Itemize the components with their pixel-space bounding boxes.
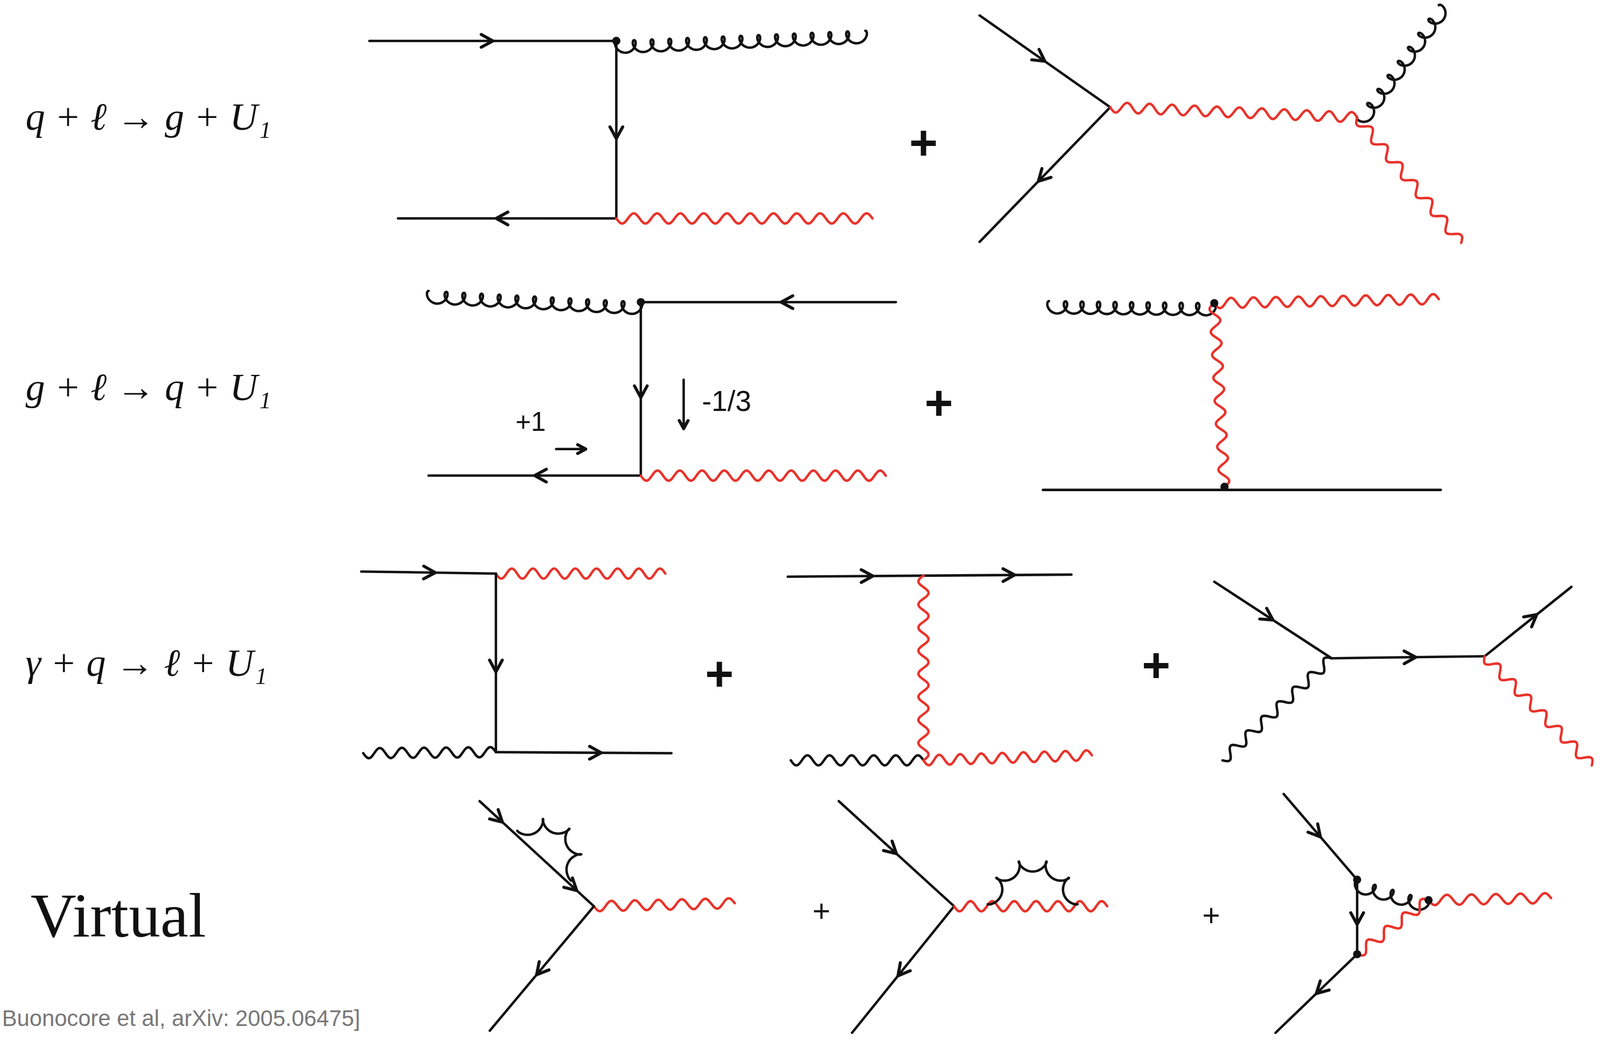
- leptoquark-line: [1110, 102, 1358, 122]
- arrowhead: [861, 569, 873, 583]
- leptoquark-line: [594, 898, 735, 912]
- charge-note: +1: [515, 406, 546, 436]
- arrowhead: [1350, 912, 1364, 925]
- vertex-dot: [612, 36, 621, 45]
- fermion-line: [1275, 954, 1358, 1033]
- vertex-dot: [1352, 875, 1361, 884]
- fermion-line: [494, 573, 498, 753]
- section-heading: Virtual: [30, 880, 207, 950]
- arrowhead: [679, 420, 688, 429]
- gluon-line: [1047, 301, 1217, 316]
- gluon-line: [1354, 879, 1430, 910]
- photon-line: [363, 746, 496, 759]
- arrowhead: [536, 961, 549, 975]
- plus-sign: +: [812, 894, 831, 928]
- leptoquark-line: [918, 575, 929, 761]
- plus-sign: +: [909, 115, 938, 170]
- leptoquark-line: [923, 750, 1093, 766]
- arrowhead: [589, 746, 602, 760]
- arrowhead: [1403, 651, 1416, 665]
- charge-note: -1/3: [702, 385, 752, 417]
- leptoquark-line: [1214, 294, 1439, 309]
- gluon-line: [1357, 4, 1446, 122]
- photon-line: [790, 755, 924, 766]
- gluon-line: [517, 819, 582, 882]
- fermion-line: [787, 574, 1072, 577]
- arrowhead: [610, 127, 624, 139]
- plus-sign: +: [1141, 638, 1171, 693]
- fermion-line: [495, 752, 672, 754]
- leptoquark-line: [1209, 303, 1230, 487]
- arrowhead: [1259, 608, 1274, 620]
- leptoquark-line: [1484, 655, 1593, 766]
- arrowhead: [495, 212, 508, 226]
- fermion-line: [489, 906, 594, 1031]
- arrowhead: [1031, 49, 1045, 62]
- arrowhead: [634, 386, 648, 398]
- process-equation: γ + q → ℓ + U₁: [25, 641, 268, 685]
- leptoquark-line: [495, 568, 666, 579]
- vertex-dot: [1210, 298, 1219, 307]
- fermion-line: [1356, 879, 1359, 954]
- leptoquark-line: [1428, 892, 1551, 905]
- arrowhead: [780, 295, 793, 309]
- arrowhead: [1308, 823, 1321, 837]
- arrowhead: [1316, 980, 1330, 994]
- arrowhead: [1038, 168, 1052, 182]
- process-equation: q + ℓ → g + U₁: [25, 95, 271, 139]
- plus-sign: +: [924, 375, 954, 430]
- process-equation: g + ℓ → q + U₁: [25, 366, 271, 409]
- arrowhead: [423, 566, 436, 579]
- fermion-line: [839, 801, 955, 907]
- fermion-line: [1283, 793, 1358, 880]
- gluon-line: [987, 861, 1078, 905]
- arrowhead: [1523, 614, 1537, 627]
- leptoquark-line: [1356, 117, 1463, 243]
- vertex-dot: [636, 297, 645, 306]
- vertex-dot: [1352, 949, 1361, 959]
- leptoquark-line: [1357, 898, 1429, 956]
- arrowhead: [577, 444, 586, 454]
- fermion-line: [639, 302, 643, 476]
- vertex-dot: [1220, 482, 1229, 491]
- arrowhead: [481, 34, 494, 48]
- arrowhead: [897, 962, 911, 976]
- plus-sign: +: [1202, 898, 1221, 932]
- citation: Buonocore et al, arXiv: 2005.06475]: [2, 1005, 361, 1031]
- fermion-line: [361, 571, 496, 574]
- fermion-line: [1484, 587, 1572, 657]
- fermion-line: [479, 801, 595, 907]
- fermion-line: [640, 301, 897, 304]
- leptoquark-line: [616, 213, 873, 224]
- fermion-line: [1042, 488, 1441, 492]
- fermion-line: [979, 15, 1111, 108]
- gluon-line: [615, 30, 868, 53]
- photon-line: [1222, 657, 1332, 762]
- plus-sign: +: [704, 646, 734, 701]
- fermion-line: [979, 107, 1111, 242]
- vertex-dot: [1424, 896, 1433, 905]
- arrowhead: [1002, 568, 1015, 582]
- leptoquark-line: [954, 900, 1108, 912]
- fermion-line: [1331, 655, 1485, 659]
- arrowhead: [534, 469, 547, 482]
- fermion-line: [615, 40, 618, 219]
- gluon-line: [427, 290, 643, 314]
- fermion-line: [397, 217, 617, 220]
- arrowhead: [489, 660, 503, 673]
- fermion-line: [851, 906, 954, 1033]
- arrowhead: [883, 841, 897, 854]
- arrowhead: [489, 809, 503, 822]
- fermion-line: [1214, 581, 1332, 659]
- fermion-line: [682, 379, 686, 429]
- leptoquark-line: [640, 470, 886, 481]
